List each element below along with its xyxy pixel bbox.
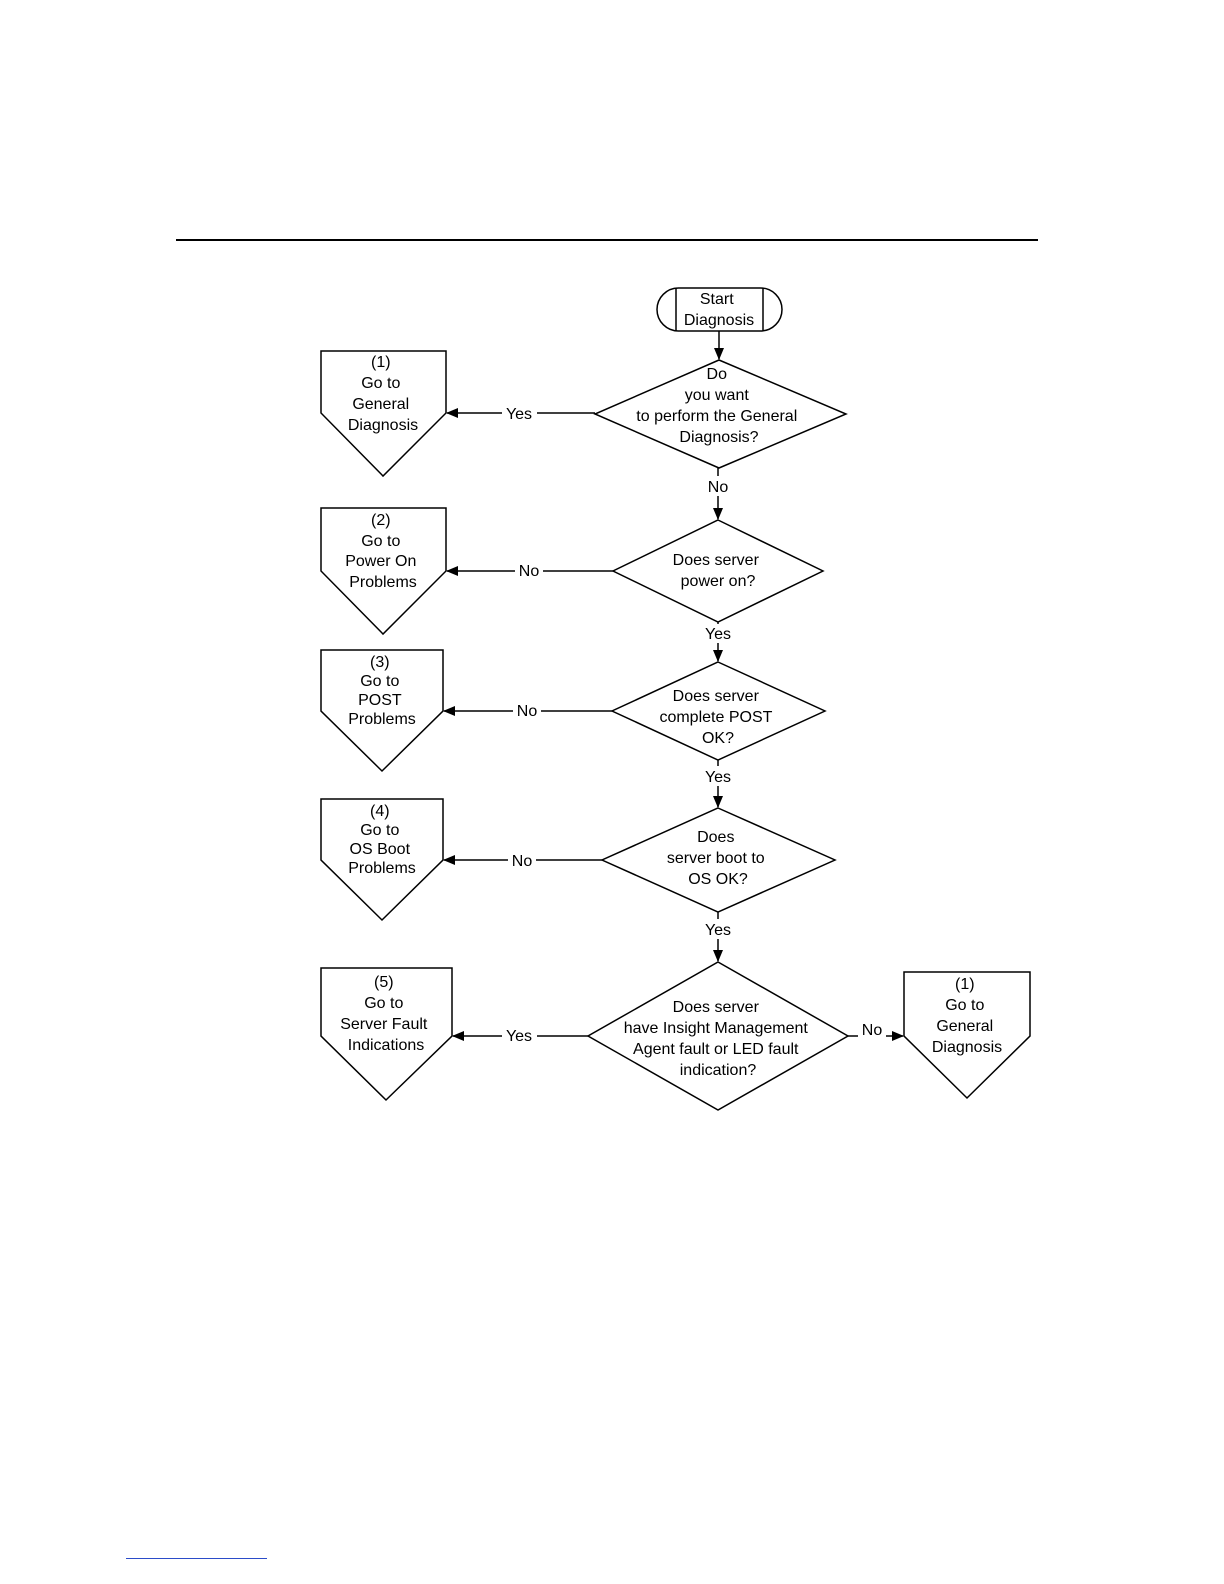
decision-power-on-label: Does server power on?: [673, 552, 764, 590]
offpage-post-problems-label: (3) Go to POST Problems: [348, 654, 416, 728]
decision-post: Does server complete POST OK?: [610, 661, 827, 761]
start-terminator: Start Diagnosis: [656, 287, 783, 332]
offpage-server-fault-indications: (5) Go to Server Fault Indications: [320, 967, 453, 1102]
decision-os-boot: Does server boot to OS OK?: [600, 807, 837, 913]
decision-general-diagnosis-label: Do you want to perform the General Diagn…: [636, 366, 801, 446]
edge-label-d4-yes: Yes: [705, 922, 731, 939]
start-label: Start Diagnosis: [684, 291, 754, 329]
edge-label-d1-no: No: [708, 479, 729, 496]
decision-fault-indication: Does server have Insight Management Agen…: [586, 961, 850, 1111]
offpage-general-diagnosis: (1) Go to General Diagnosis: [320, 350, 447, 478]
decision-power-on: Does server power on?: [611, 519, 825, 623]
offpage-server-fault-indications-label: (5) Go to Server Fault Indications: [340, 974, 432, 1054]
edge-label-d3-no: No: [517, 703, 538, 720]
edge-label-d4-no: No: [512, 853, 533, 870]
offpage-general-diagnosis-right: (1) Go to General Diagnosis: [903, 971, 1031, 1100]
decision-post-label: Does server complete POST OK?: [659, 688, 776, 747]
offpage-general-diagnosis-right-label: (1) Go to General Diagnosis: [932, 976, 1002, 1056]
decision-os-boot-label: Does server boot to OS OK?: [667, 829, 769, 888]
footer-rule: [126, 1558, 267, 1559]
offpage-os-boot-problems-label: (4) Go to OS Boot Problems: [348, 803, 416, 877]
edge-label-d5-yes: Yes: [506, 1028, 532, 1045]
header-rule: [176, 239, 1038, 241]
offpage-power-on-problems: (2) Go to Power On Problems: [320, 507, 447, 636]
edge-label-d1-yes: Yes: [506, 406, 532, 423]
edge-label-d3-yes: Yes: [705, 769, 731, 786]
decision-general-diagnosis: Do you want to perform the General Diagn…: [593, 359, 848, 469]
offpage-post-problems: (3) Go to POST Problems: [320, 649, 444, 773]
offpage-power-on-problems-label: (2) Go to Power On Problems: [345, 512, 421, 591]
edge-label-d5-no: No: [862, 1022, 883, 1039]
offpage-general-diagnosis-label: (1) Go to General Diagnosis: [348, 354, 418, 434]
decision-fault-indication-label: Does server have Insight Management Agen…: [624, 999, 813, 1079]
offpage-os-boot-problems: (4) Go to OS Boot Problems: [320, 798, 444, 922]
edge-label-d2-no: No: [519, 563, 540, 580]
edge-label-d2-yes: Yes: [705, 626, 731, 643]
